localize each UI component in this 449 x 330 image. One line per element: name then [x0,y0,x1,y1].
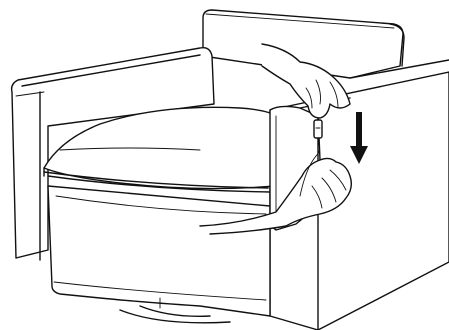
swivel-base [120,310,230,323]
chair-base-front [48,186,270,316]
